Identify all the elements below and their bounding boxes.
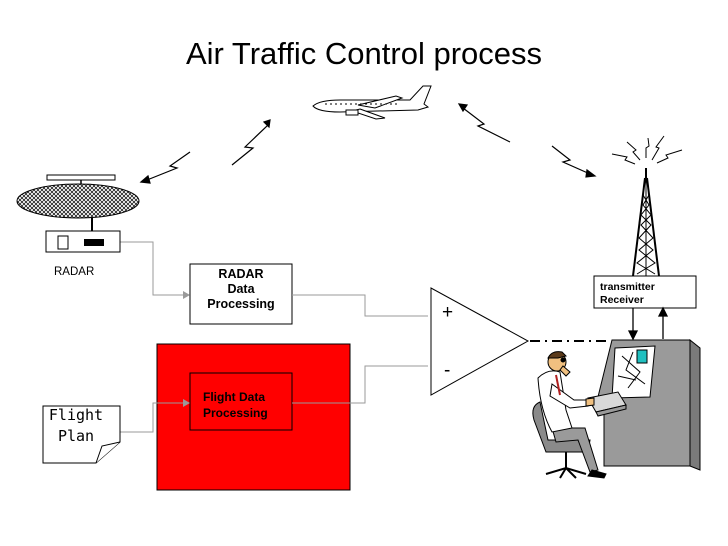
flight-plan-document xyxy=(42,405,121,464)
transmitter-line-2: Receiver xyxy=(600,294,644,306)
radar-processing-line-1: RADAR xyxy=(218,267,264,281)
transmitter-label: transmitter Receiver xyxy=(600,281,655,307)
flight-plan-line-1: Flight xyxy=(48,406,104,424)
transmitter-box xyxy=(593,275,697,309)
flight-data-label: Flight Data Processing xyxy=(203,389,268,421)
flight-data-box xyxy=(189,372,293,431)
flight-plan-line-2: Plan xyxy=(57,427,95,445)
flightdata-to-comparator-line xyxy=(292,365,428,404)
transmitter-tower xyxy=(611,135,683,277)
radio-links xyxy=(139,103,597,184)
transmitter-line-1: transmitter xyxy=(600,281,655,293)
airplane xyxy=(312,85,432,120)
signal-sparks xyxy=(611,135,683,165)
connector-lines xyxy=(120,241,428,433)
flight-data-line-1: Flight Data xyxy=(203,390,265,404)
radar-processing-box xyxy=(189,263,293,325)
comparator-triangle xyxy=(430,287,530,396)
link-plane-to-tower-upper xyxy=(462,107,511,143)
page-title: Air Traffic Control process xyxy=(185,36,543,71)
controller-person xyxy=(532,351,607,479)
radar-screen xyxy=(611,345,656,399)
flight-plan-label: Flight Plan xyxy=(47,405,105,447)
link-plane-to-radar-upper xyxy=(231,124,269,166)
radar-processing-line-3: Processing xyxy=(207,297,275,311)
comparator-plus-sign: + xyxy=(442,302,454,323)
transmitter-arrows xyxy=(627,306,669,341)
link-plane-to-tower-lower xyxy=(551,145,591,175)
radar-to-processing-line xyxy=(120,241,186,296)
controller-workstation xyxy=(587,338,701,471)
link-plane-to-radar-lower xyxy=(146,151,191,181)
radar-processing-line-2: Data xyxy=(227,282,255,296)
radar-antenna xyxy=(16,174,140,253)
processing-to-comparator-line xyxy=(292,294,428,317)
flight-data-line-2: Processing xyxy=(203,406,268,420)
comparator-minus-sign: - xyxy=(444,360,451,381)
radar-processing-label: RADAR Data Processing xyxy=(190,267,292,312)
arrow-heads xyxy=(183,291,190,407)
radar-label: RADAR xyxy=(54,266,95,278)
plan-to-flightdata-line xyxy=(120,402,186,433)
